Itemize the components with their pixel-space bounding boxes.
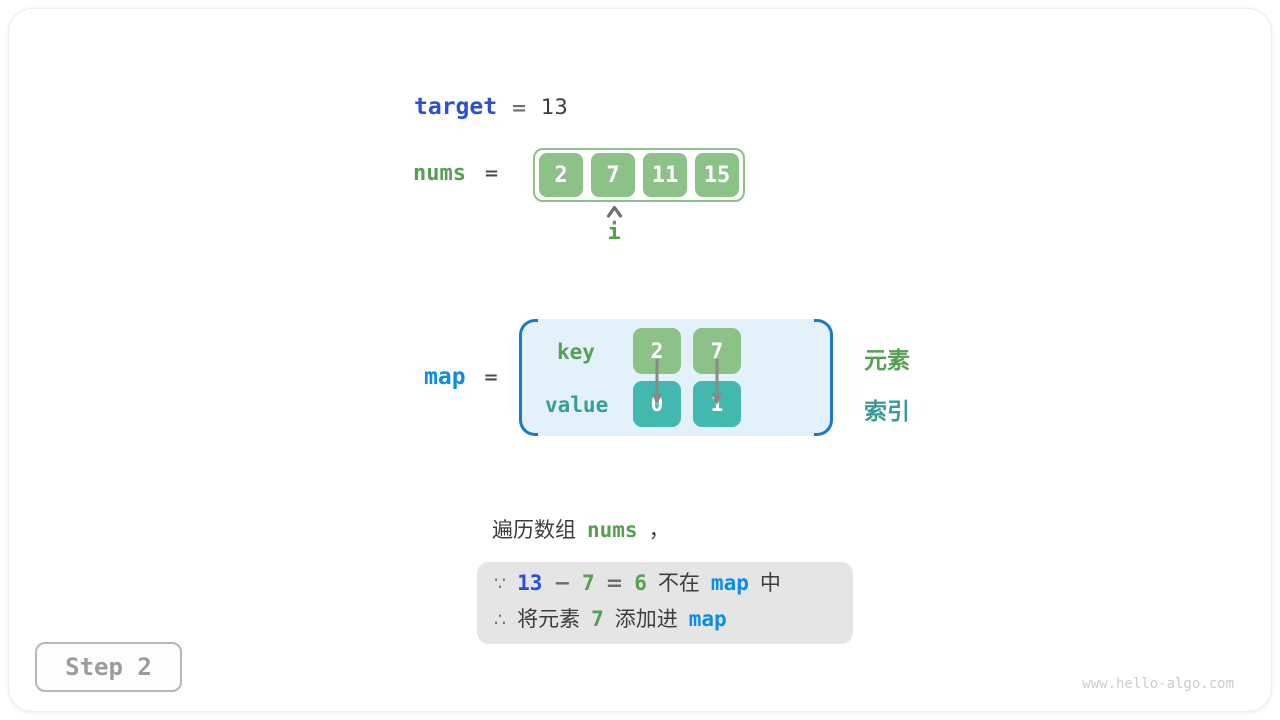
note-line-1: ∵ 13 − 7 = 6 不在 map 中 bbox=[494, 567, 853, 603]
caption-comma: ， bbox=[648, 518, 670, 542]
array-cell: 15 bbox=[695, 153, 739, 197]
map-container: key value 2 7 0 1 bbox=[519, 319, 833, 436]
caption-text: 遍历数组 bbox=[492, 518, 576, 542]
map-label-row: map = bbox=[424, 364, 499, 390]
map-equals-sign: = bbox=[483, 366, 499, 388]
nums-equals-sign: = bbox=[483, 163, 500, 184]
note-result-value: 6 bbox=[634, 571, 647, 595]
index-pointer: i bbox=[594, 205, 634, 245]
watermark: www.hello-algo.com bbox=[1082, 676, 1234, 692]
note-minus-sign: − bbox=[553, 571, 571, 595]
map-value-label: value bbox=[545, 393, 609, 417]
note-element-value: 7 bbox=[582, 571, 595, 595]
map-key-cell: 7 bbox=[693, 328, 741, 374]
pointer-label: i bbox=[607, 220, 621, 245]
note-map-ref: map bbox=[710, 571, 749, 595]
array-cell: 11 bbox=[643, 153, 687, 197]
caption-code: nums bbox=[587, 518, 638, 542]
note-notin-text: 不在 bbox=[657, 571, 700, 595]
key-to-value-arrow-icon bbox=[711, 359, 723, 405]
element-side-label: 元素 bbox=[864, 348, 910, 374]
therefore-symbol: ∴ bbox=[494, 609, 507, 631]
target-equals-sign: = bbox=[511, 97, 528, 119]
step-badge: Step 2 bbox=[35, 642, 182, 692]
note-element-value: 7 bbox=[591, 607, 604, 631]
note-suffix-text: 中 bbox=[759, 571, 781, 595]
nums-variable: nums bbox=[413, 161, 466, 186]
key-to-value-arrow-icon bbox=[651, 359, 663, 405]
nums-array: 2 7 11 15 bbox=[533, 148, 745, 202]
target-value: 13 bbox=[541, 95, 568, 119]
target-row: target = 13 bbox=[414, 94, 568, 120]
note-box: ∵ 13 − 7 = 6 不在 map 中 ∴ 将元素 7 添加进 map bbox=[477, 562, 853, 644]
up-caret-icon bbox=[606, 205, 622, 218]
note-action-pre: 将元素 bbox=[517, 607, 581, 631]
nums-label-row: nums = bbox=[413, 161, 499, 186]
target-variable: target bbox=[414, 94, 498, 120]
index-side-label: 索引 bbox=[864, 399, 910, 425]
note-line-2: ∴ 将元素 7 添加进 map bbox=[494, 603, 853, 639]
note-equals-sign: = bbox=[605, 571, 624, 595]
array-cell: 7 bbox=[591, 153, 635, 197]
note-action-post: 添加进 bbox=[614, 607, 678, 631]
caption: 遍历数组 nums ， bbox=[492, 514, 670, 544]
array-cell: 2 bbox=[539, 153, 583, 197]
because-symbol: ∵ bbox=[494, 573, 507, 595]
note-map-ref: map bbox=[688, 607, 727, 631]
map-key-label: key bbox=[557, 340, 595, 364]
map-variable: map bbox=[424, 364, 466, 390]
note-target-value: 13 bbox=[517, 571, 543, 595]
